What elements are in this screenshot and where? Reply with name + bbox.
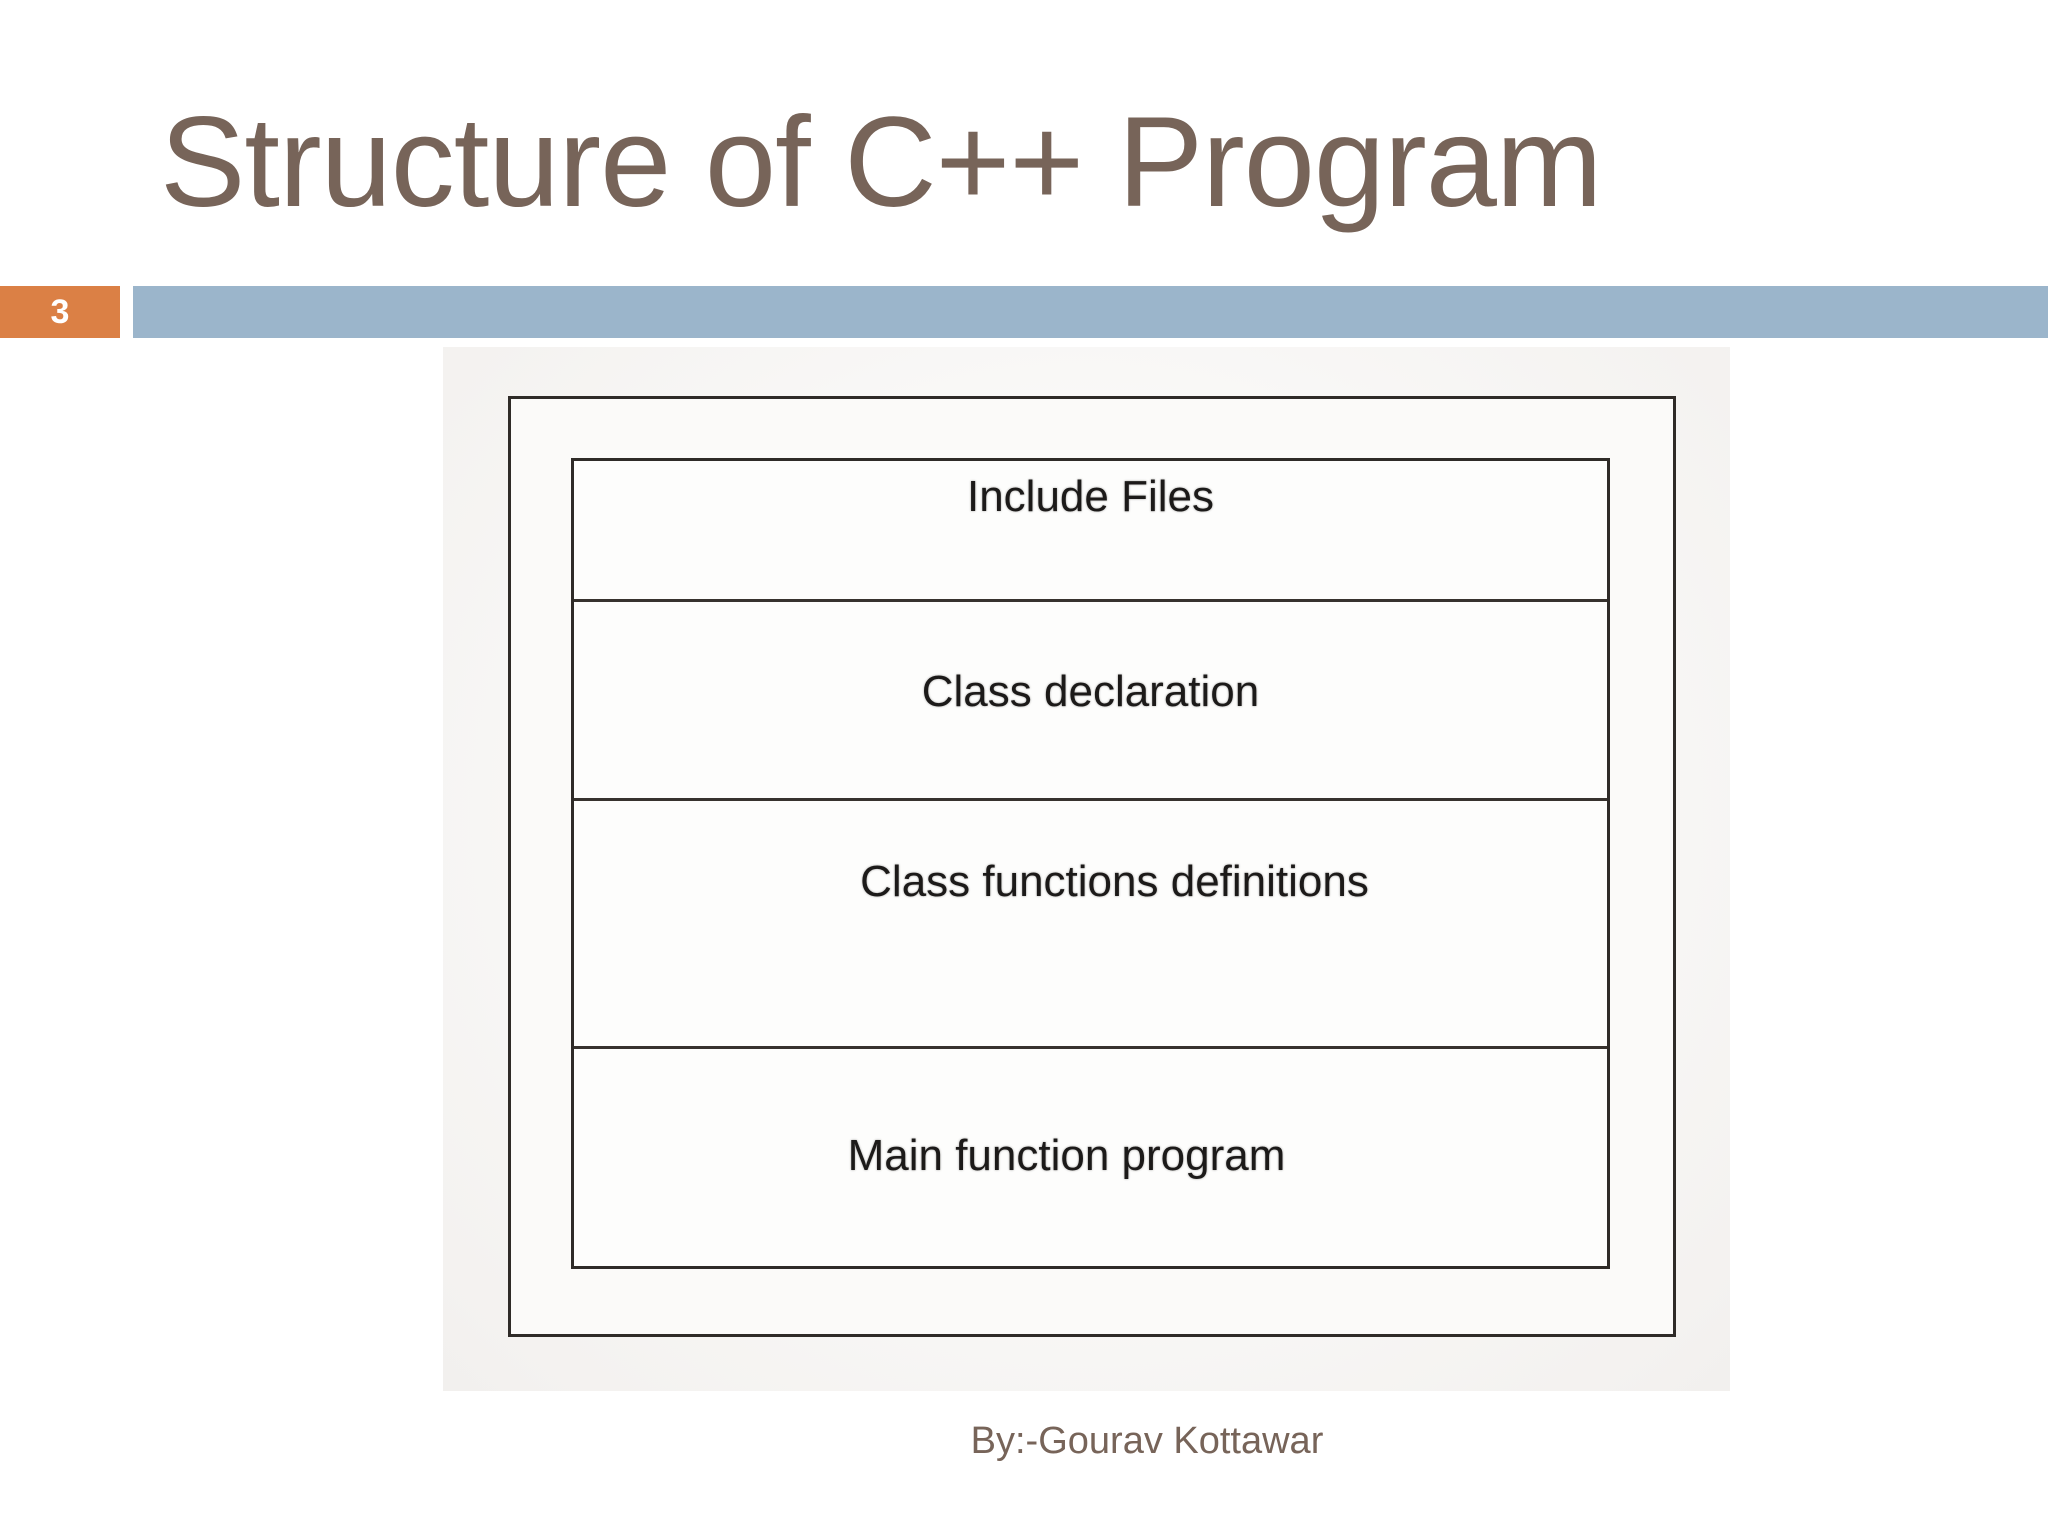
header-accent-bar: [133, 286, 2048, 338]
slide-number-badge: 3: [0, 286, 120, 338]
slide-title: Structure of C++ Program: [160, 91, 1602, 234]
diagram-row-label: Include Files: [966, 472, 1214, 522]
diagram-row-label: Class declaration: [921, 667, 1260, 717]
diagram-row-label: Class functions definitions: [860, 856, 1369, 906]
diagram-row-class-functions-definitions: Class functions definitions: [574, 801, 1607, 1050]
footer-author: By:-Gourav Kottawar: [970, 1420, 1324, 1462]
diagram-row-label: Main function program: [847, 1130, 1286, 1180]
diagram-row-class-declaration: Class declaration: [574, 602, 1607, 802]
slide-number: 3: [50, 292, 70, 331]
diagram-outer-box: Include Files Class declaration Class fu…: [508, 396, 1676, 1337]
diagram-image: Include Files Class declaration Class fu…: [443, 347, 1730, 1391]
diagram-inner-box: Include Files Class declaration Class fu…: [571, 458, 1610, 1269]
diagram-row-main-function-program: Main function program: [574, 1049, 1607, 1266]
diagram-row-include-files: Include Files: [574, 461, 1607, 603]
